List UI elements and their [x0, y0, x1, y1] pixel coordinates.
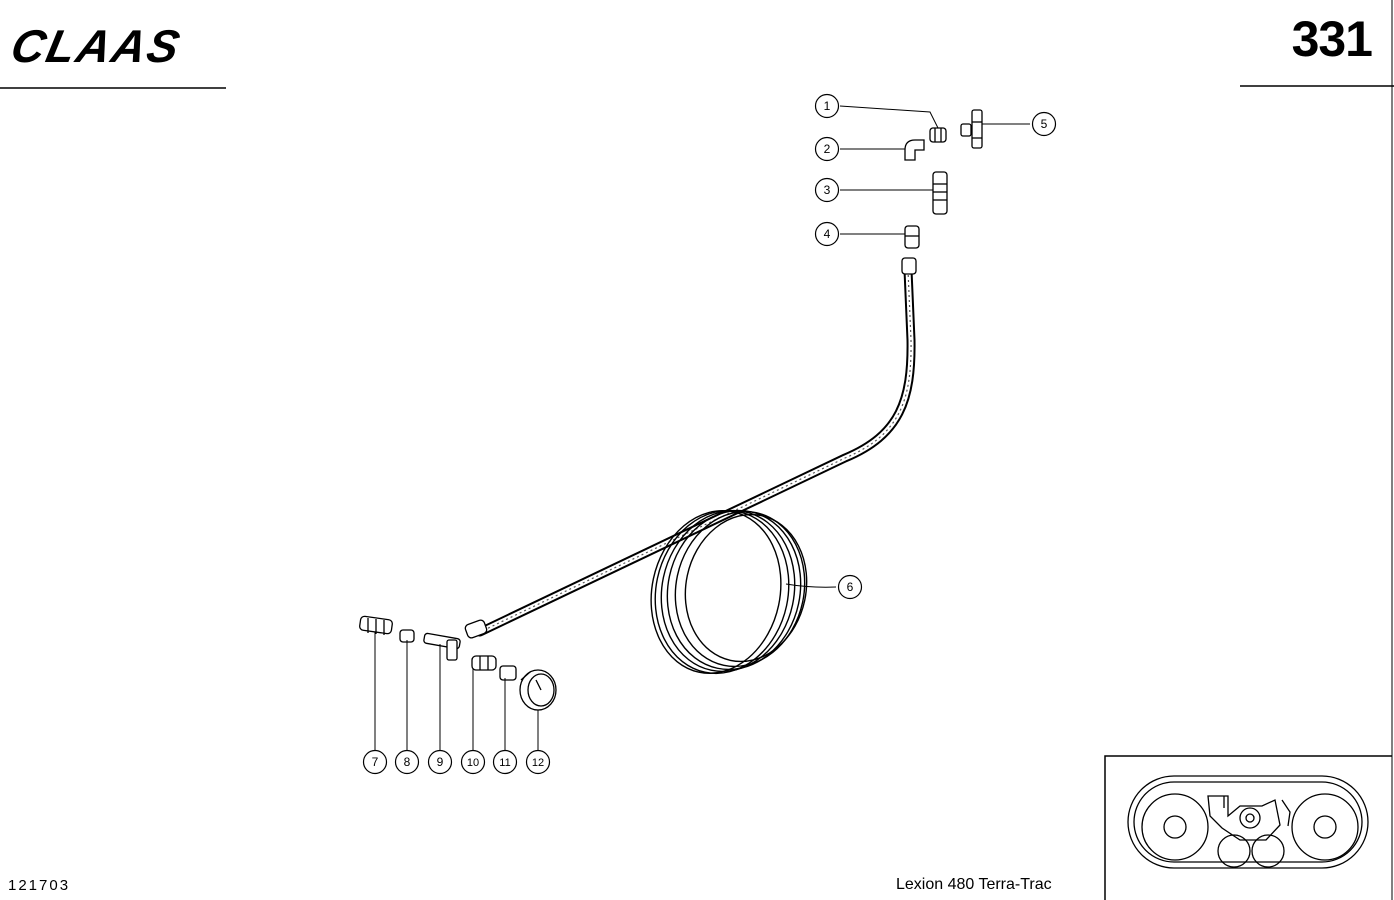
union-part-10 [471, 655, 497, 671]
reducer-part-11 [499, 665, 517, 681]
leader-lines [374, 105, 1030, 750]
callout-5 [1031, 111, 1057, 137]
callout-number: 6 [847, 580, 854, 594]
callout-number: 4 [824, 227, 831, 241]
callout-7 [362, 749, 388, 775]
callout-bubbles [362, 93, 1057, 775]
callout-9 [427, 749, 453, 775]
callout-number: 8 [404, 755, 411, 769]
valve-part-3 [932, 171, 948, 215]
callout-4 [814, 221, 840, 247]
model-name: Lexion 480 Terra-Trac [896, 876, 1052, 893]
document-code: 121703 [8, 877, 71, 894]
callout-8 [394, 749, 420, 775]
page-number: 331 [1291, 11, 1373, 67]
callout-6 [837, 574, 863, 600]
brand-logo-text: CLAAS [7, 20, 186, 71]
top-fittings [901, 109, 983, 275]
callout-numbers: 1 2 3 4 5 6 7 8 9 10 11 12 [372, 99, 1048, 769]
callout-2 [814, 136, 840, 162]
callout-3 [814, 177, 840, 203]
callout-11 [492, 749, 518, 775]
elbow-part-2 [904, 139, 925, 161]
callout-number: 12 [532, 757, 544, 769]
adapter-part-4 [904, 225, 920, 249]
tee-fitting-part-5 [971, 109, 983, 149]
fitting-part-1 [929, 127, 947, 143]
bottom-fittings [359, 615, 557, 711]
callout-number: 2 [824, 142, 831, 156]
callout-number: 3 [824, 183, 831, 197]
callout-10 [460, 749, 486, 775]
callout-number: 10 [467, 757, 479, 769]
callout-number: 1 [824, 99, 831, 113]
hose-coil-rings [650, 509, 808, 675]
brand-logo: CLAAS [7, 20, 186, 71]
callout-1 [814, 93, 840, 119]
callout-12 [525, 749, 551, 775]
inset-machine-thumbnail [1104, 755, 1392, 900]
callout-number: 7 [372, 755, 379, 769]
callout-number: 5 [1041, 117, 1048, 131]
callout-number: 9 [437, 755, 444, 769]
hose-assembly [475, 265, 916, 637]
callout-number: 11 [499, 757, 510, 769]
